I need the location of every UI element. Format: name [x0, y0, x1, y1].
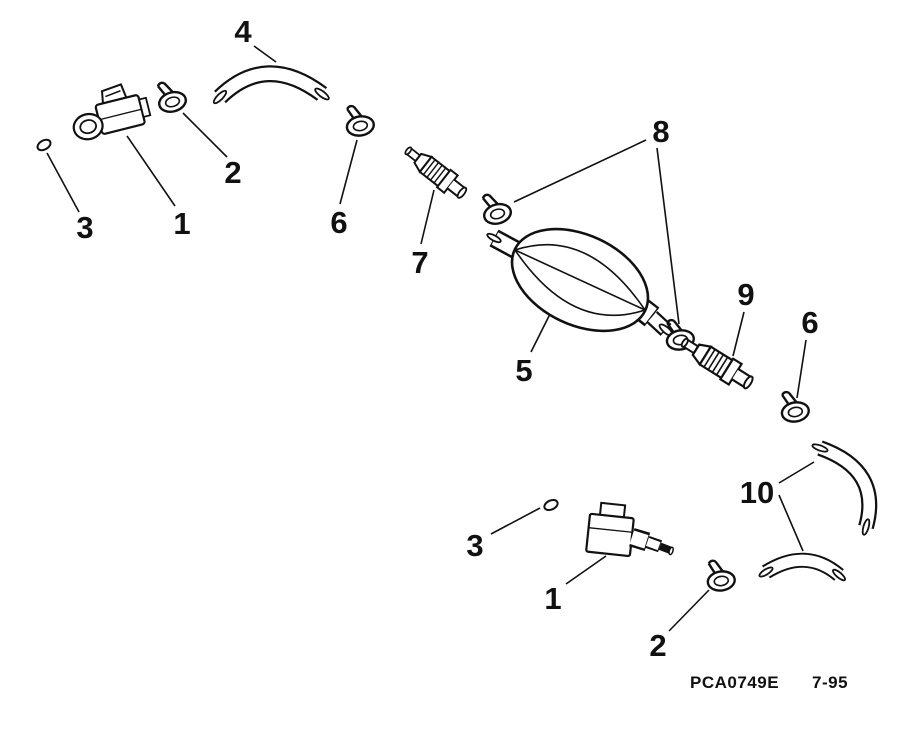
leader-line-4 [253, 45, 277, 63]
callout-2-bottom: 2 [649, 628, 666, 663]
callout-1-bottom: 1 [544, 581, 561, 616]
clamp-bottom-part [703, 556, 738, 594]
leader-line-9 [732, 311, 745, 357]
hose-right-upper-part [811, 440, 878, 536]
leader-line-8-right [656, 147, 680, 325]
callout-3-top: 3 [76, 210, 93, 245]
leader-line-10-upper [778, 461, 815, 484]
callout-7: 7 [411, 245, 428, 280]
fitting-right-part [677, 331, 758, 394]
fitting-mid-part [400, 141, 471, 203]
clamp-right-part [777, 387, 812, 425]
oring-top-part [34, 136, 54, 154]
callout-1-top: 1 [173, 206, 190, 241]
callout-2-top: 2 [224, 155, 241, 190]
leader-line-8-left [513, 139, 647, 203]
leader-line-3-top [46, 152, 80, 213]
callout-8: 8 [652, 114, 669, 149]
leader-line-1-bottom [565, 555, 607, 585]
leader-line-3-bottom [490, 507, 541, 535]
hose-top-part [212, 65, 330, 105]
callout-10: 10 [740, 475, 774, 510]
callout-6-top: 6 [330, 205, 347, 240]
leader-lines [46, 45, 815, 632]
callout-5: 5 [515, 353, 532, 388]
clamp-bulb-left-part [477, 188, 515, 228]
leader-line-6-right [796, 339, 807, 399]
hose-right-lower-part [758, 552, 846, 582]
leader-line-2-top [182, 112, 228, 158]
revision-date-text: 7-95 [812, 673, 848, 692]
callout-6-right: 6 [801, 305, 818, 340]
clamp-top-part [152, 76, 190, 116]
leader-line-10-lower [778, 494, 804, 552]
fuel-connector-top-part [72, 83, 152, 141]
callout-9: 9 [737, 277, 754, 312]
leader-line-6-top [339, 139, 358, 205]
callout-4: 4 [234, 14, 252, 49]
clamp-mid-part [342, 101, 377, 139]
oring-bottom-part [541, 496, 561, 514]
leader-line-2-bottom [668, 589, 710, 632]
leader-line-7 [420, 189, 435, 245]
primer-bulb-part [486, 227, 674, 337]
drawing-code-text: PCA0749E [690, 673, 779, 692]
callout-3-bottom: 3 [466, 528, 483, 563]
leader-line-1-top [126, 135, 176, 207]
fuel-connector-bottom-part [585, 501, 674, 558]
